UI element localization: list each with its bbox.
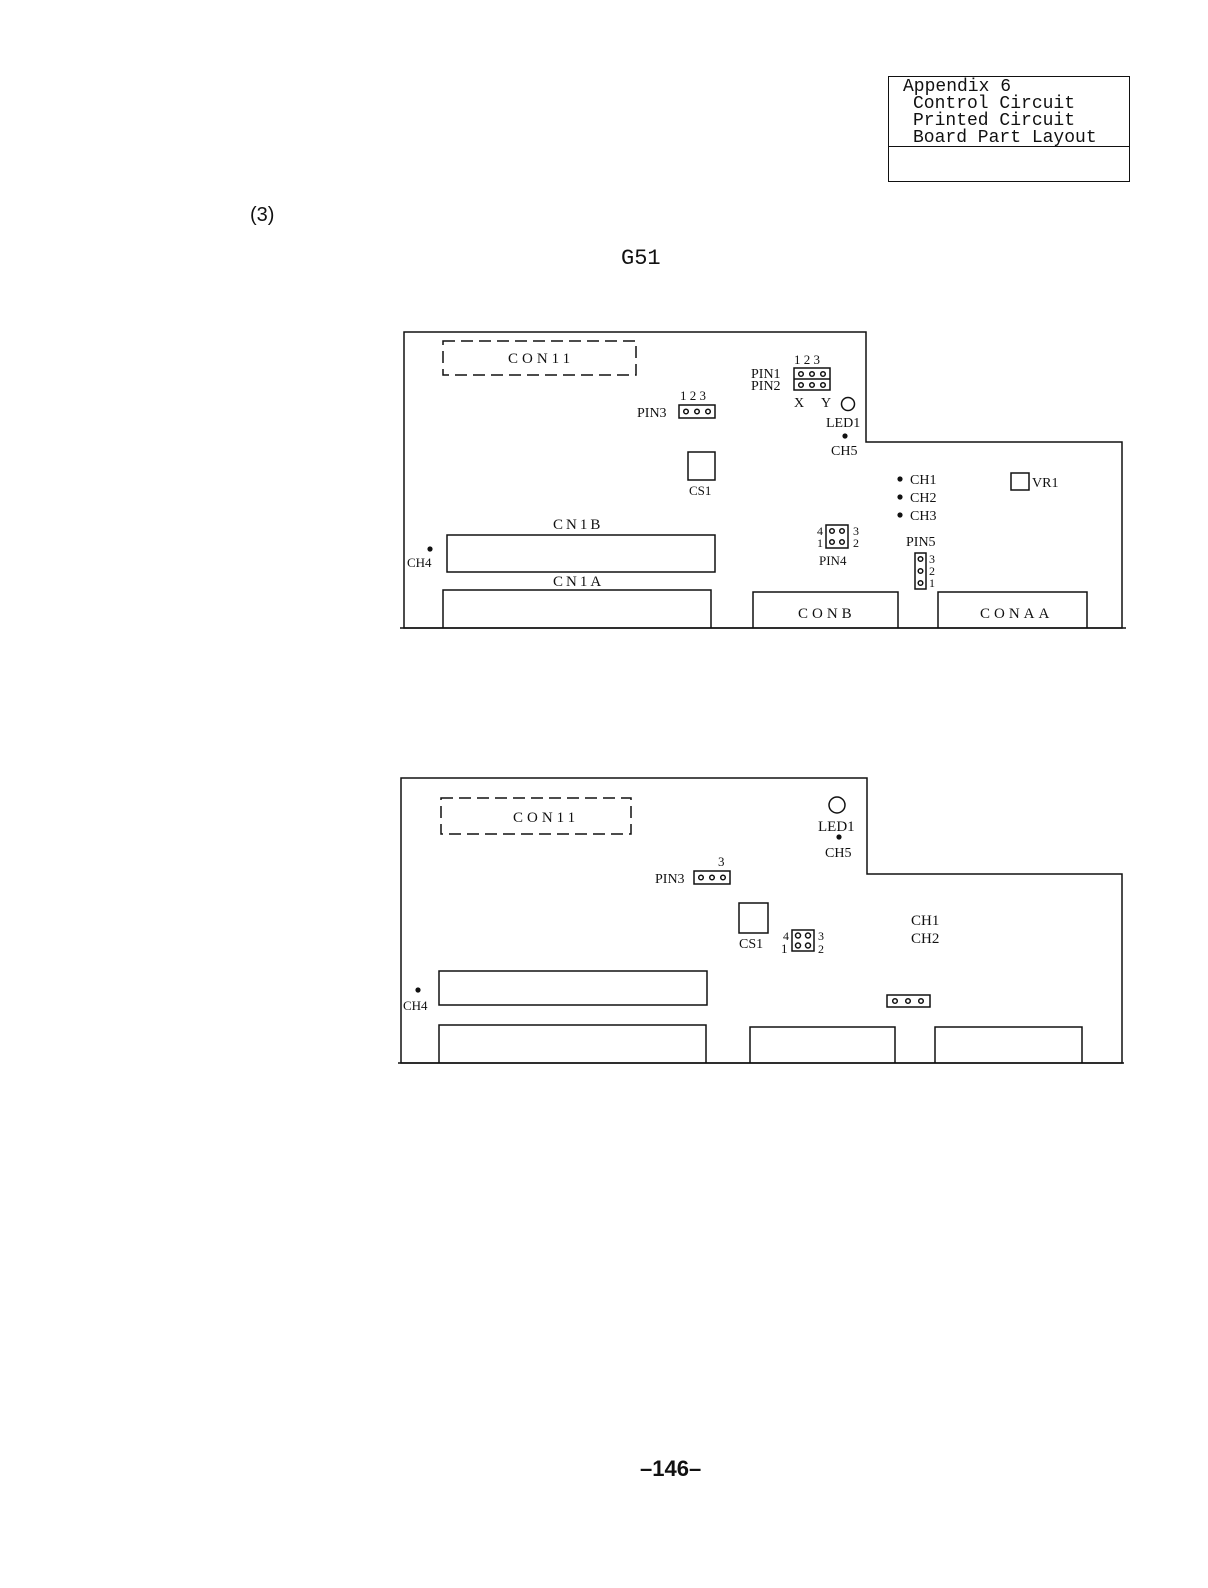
board2-upper-long-connector [439, 971, 707, 1005]
board2-jumper-num2: 2 [818, 942, 824, 956]
board2-ch4-label: CH4 [403, 998, 428, 1013]
board2-led1-label: LED1 [818, 819, 855, 835]
board1-con11-label: CON11 [508, 351, 574, 367]
board1-pin5-header [915, 553, 926, 589]
board2-ch5-label: CH5 [825, 846, 851, 861]
board1-ch1-label: CH1 [910, 473, 936, 488]
board1-pin3-numbers: 1 2 3 [680, 388, 706, 403]
board1-pin4-num1: 1 [817, 536, 823, 550]
board2-outline [401, 778, 1122, 1063]
board1-pin12-numbers: 1 2 3 [794, 352, 820, 367]
board2-pin3-label: PIN3 [655, 872, 685, 887]
board2-lower-long-connector [439, 1025, 706, 1063]
board1-vr1 [1011, 473, 1029, 490]
board2-cs1-label: CS1 [739, 937, 763, 952]
board1-ch2-label: CH2 [910, 491, 936, 506]
board2-middle-connector [750, 1027, 895, 1063]
board1-ch5-testpoint [842, 433, 847, 438]
board2-jumper-header [792, 930, 814, 951]
board1-cn1a-label: CN1A [553, 574, 604, 590]
board1-ch2-testpoint [897, 494, 902, 499]
board1-ch3-testpoint [897, 512, 902, 517]
board1-pin4-header [826, 525, 848, 548]
board1-pin5-label: PIN5 [906, 535, 936, 550]
board1-cs1 [688, 452, 715, 480]
board1-pin4-label: PIN4 [819, 553, 847, 568]
board1-cs1-label: CS1 [689, 483, 711, 498]
board2-ch1-label: CH1 [911, 913, 939, 929]
board1-vr1-label: VR1 [1032, 476, 1058, 491]
board1-cn1b-label: CN1B [553, 517, 603, 533]
board1-ch3-label: CH3 [910, 509, 936, 524]
board1-cn1a-connector [443, 590, 711, 628]
board2-pin3-number: 3 [718, 854, 725, 869]
board1-ch1-testpoint [897, 476, 902, 481]
board1-ch4-label: CH4 [407, 555, 432, 570]
board2-ch5-testpoint [836, 834, 841, 839]
board2-con11-label: CON11 [513, 810, 579, 826]
board1-pin2-label: PIN2 [751, 379, 781, 394]
board2-cs1 [739, 903, 768, 933]
board1-ch4-testpoint [427, 546, 432, 551]
board1-ch5-label: CH5 [831, 444, 857, 459]
board1-conaa-label: CONAA [980, 606, 1053, 622]
board1-led1-label: LED1 [826, 416, 860, 431]
board1-y-label: Y [821, 396, 831, 411]
board2-jumper-num3: 3 [818, 929, 824, 943]
board2-led1 [829, 797, 845, 813]
board2-ch2-label: CH2 [911, 931, 939, 947]
board1-conb-label: CONB [798, 606, 856, 622]
board1-pin5-num1: 1 [929, 576, 935, 590]
board1-x-label: X [794, 396, 804, 411]
board2-ch4-testpoint [415, 987, 420, 992]
board1-pin3-label: PIN3 [637, 406, 667, 421]
board1-led1 [842, 398, 855, 411]
page-number: –146– [640, 1456, 701, 1482]
board2-jumper-num1: 1 [781, 941, 788, 956]
board1-cn1b-connector [447, 535, 715, 572]
board2-right-connector [935, 1027, 1082, 1063]
board2 [398, 778, 1124, 1063]
board1-pin4-num2: 2 [853, 536, 859, 550]
